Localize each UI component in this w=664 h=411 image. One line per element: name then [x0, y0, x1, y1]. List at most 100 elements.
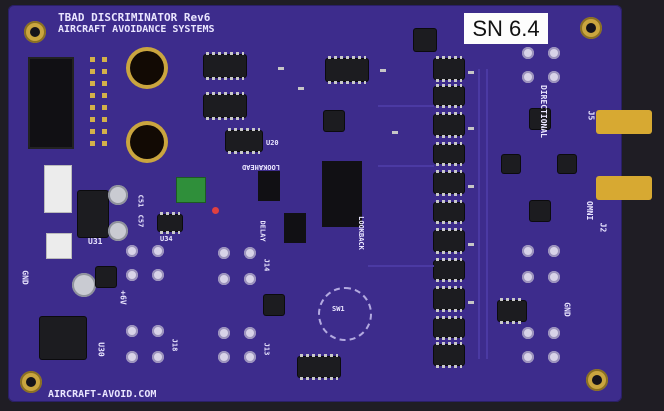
test-pad-g4	[548, 71, 560, 83]
chip-column-2	[434, 84, 464, 108]
chip-soic-2	[204, 92, 246, 120]
label-j13: J13	[262, 342, 271, 356]
label-j18: J18	[170, 338, 179, 352]
test-pad-e4	[548, 271, 560, 283]
white-connector-upper	[44, 165, 72, 213]
chip-right-2	[502, 155, 520, 173]
test-pad-g2	[548, 47, 560, 59]
regulator-u31	[78, 191, 108, 237]
label-j14: J14	[262, 258, 271, 272]
capacitor-power	[72, 273, 96, 297]
label-sw1: SW1	[332, 305, 345, 313]
test-pad-d4	[244, 351, 256, 363]
chip-qfn-2	[414, 29, 436, 51]
smd-component	[468, 301, 474, 304]
mounting-hole-top-left	[24, 21, 46, 43]
label-delay: DELAY	[258, 220, 267, 242]
serial-number-label: SN 6.4	[464, 13, 548, 44]
footer-url: AIRCRAFT-AVOID.COM	[48, 389, 157, 400]
capacitor-c57	[108, 221, 128, 241]
chip-column-11	[434, 342, 464, 368]
test-pad-a4	[152, 269, 164, 281]
test-pad-b4	[152, 351, 164, 363]
red-led	[212, 207, 219, 214]
smd-component	[468, 71, 474, 74]
chip-power-small	[96, 267, 116, 287]
chip-soic-3	[226, 128, 262, 154]
rotary-switch-sw1	[318, 287, 372, 341]
sma-connector-directional	[596, 110, 652, 134]
smd-component	[468, 185, 474, 188]
smd-component	[392, 131, 398, 134]
capacitor-c51	[108, 185, 128, 205]
mounting-hole-bottom-right	[586, 369, 608, 391]
pcb-trace	[486, 69, 488, 359]
green-terminal-block	[176, 177, 206, 203]
label-u31: U31	[88, 237, 103, 246]
test-pad-a2	[152, 245, 164, 257]
test-pad-a1	[126, 245, 138, 257]
label-plus-6v: +6V	[118, 290, 128, 305]
smd-component	[298, 87, 304, 90]
test-pad-f1	[522, 327, 534, 339]
pcb-trace	[378, 165, 434, 167]
test-pad-f3	[522, 351, 534, 363]
test-pad-d2	[244, 327, 256, 339]
chip-column-5	[434, 170, 464, 196]
label-j5: J5	[586, 110, 596, 121]
label-u30: U30	[96, 342, 106, 357]
label-u20: U20	[266, 139, 279, 147]
test-pad-e1	[522, 245, 534, 257]
test-pad-g3	[522, 71, 534, 83]
chip-bottom-qfn	[264, 295, 284, 315]
pcb-trace	[478, 69, 480, 359]
test-pad-d3	[218, 351, 230, 363]
test-pad-c4	[244, 273, 256, 285]
chip-column-10	[434, 316, 464, 340]
white-connector-lower	[46, 233, 72, 259]
chip-column-8	[434, 258, 464, 282]
test-pad-b1	[126, 325, 138, 337]
chip-soic-1	[204, 52, 246, 80]
test-pad-c2	[244, 247, 256, 259]
smd-component	[468, 243, 474, 246]
chip-u34	[158, 212, 182, 234]
label-lookahead: LOOKAHEAD	[242, 163, 280, 171]
label-gnd-left: GND	[20, 270, 30, 285]
test-pad-e3	[522, 271, 534, 283]
mounting-hole-bottom-left	[20, 371, 42, 393]
chip-qfn-1	[324, 111, 344, 131]
test-pad-f4	[548, 351, 560, 363]
label-j2: J2	[598, 222, 608, 233]
label-c57: C57	[136, 214, 145, 228]
pcb-trace	[378, 105, 434, 107]
chip-right-5	[498, 298, 526, 324]
ribbon-header-connector	[28, 57, 74, 149]
test-pad-f2	[548, 327, 560, 339]
large-hole-upper	[126, 47, 168, 89]
sma-connector-omni	[596, 176, 652, 200]
chip-column-7	[434, 228, 464, 254]
test-pad-d1	[218, 327, 230, 339]
jumper-delay	[284, 213, 306, 243]
test-pad-b2	[152, 325, 164, 337]
test-pad-c3	[218, 273, 230, 285]
chip-column-1	[434, 56, 464, 82]
smd-component	[278, 67, 284, 70]
smd-component	[380, 69, 386, 72]
test-pad-a3	[126, 269, 138, 281]
jumper-lookahead	[258, 171, 280, 201]
large-hole-lower	[126, 121, 168, 163]
test-pad-g1	[522, 47, 534, 59]
label-c51: C51	[136, 194, 145, 208]
chip-right-3	[558, 155, 576, 173]
chip-column-9	[434, 286, 464, 312]
chip-right-1	[530, 109, 550, 129]
pcb-trace	[368, 265, 434, 267]
board-subtitle: AIRCRAFT AVOIDANCE SYSTEMS	[58, 24, 215, 35]
test-pad-c1	[218, 247, 230, 259]
pcb-board: TBAD DISCRIMINATOR Rev6 AIRCRAFT AVOIDAN…	[8, 5, 622, 402]
jumper-lookback	[322, 161, 362, 227]
smd-component	[468, 127, 474, 130]
